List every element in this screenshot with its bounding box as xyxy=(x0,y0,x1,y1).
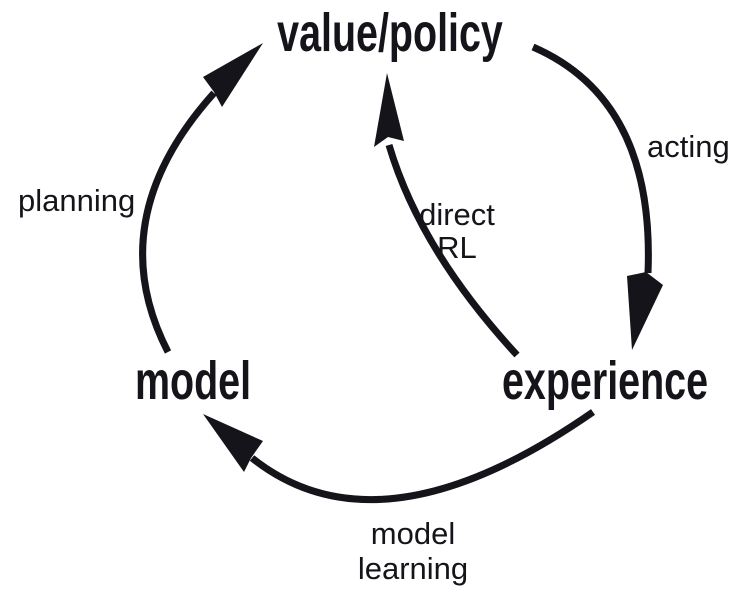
planning-edge-label: planning xyxy=(18,183,136,218)
direct-rl-arrowhead-icon xyxy=(374,73,404,147)
planning-arrowhead-icon xyxy=(203,43,263,107)
direct-rl-edge-label-line2: RL xyxy=(437,230,477,265)
node-experience: experience xyxy=(502,351,708,411)
direct-rl-edge-label-line1: direct xyxy=(419,197,495,232)
node-model: model xyxy=(134,351,252,411)
planning-arrow-shaft xyxy=(139,90,217,354)
model-learning-arrowhead-icon xyxy=(203,414,263,472)
acting-arrowhead-icon xyxy=(627,272,663,350)
direct-rl-edge-label: direct RL xyxy=(419,198,495,264)
model-learning-edge-label: model learning xyxy=(358,516,468,586)
node-value-policy: value/policy xyxy=(277,3,503,63)
acting-arrow xyxy=(531,43,663,350)
acting-arrow-shaft xyxy=(531,43,652,274)
model-learning-edge-label-line1: model xyxy=(370,516,456,551)
planning-arrow xyxy=(139,43,263,354)
model-learning-edge-label-line2: learning xyxy=(357,551,469,586)
acting-edge-label: acting xyxy=(647,129,730,164)
direct-rl-arrow xyxy=(374,73,520,358)
model-learning-arrow xyxy=(203,409,595,504)
direct-rl-arrow-shaft xyxy=(385,144,520,358)
model-learning-arrow-shaft xyxy=(249,409,595,504)
